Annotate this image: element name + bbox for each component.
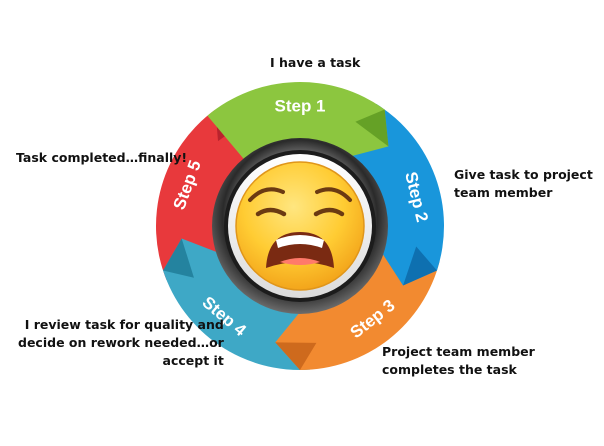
step-5-caption: Task completed…finally! <box>16 149 187 167</box>
step-4-caption: I review task for quality and decide on … <box>18 316 224 370</box>
step-2-arrow-fold <box>403 246 437 286</box>
caption-line: Give task to project <box>454 167 593 182</box>
step-5-segment <box>156 109 252 280</box>
step-1-arrow-fold <box>355 109 389 147</box>
caption-line: accept it <box>162 353 224 368</box>
step-2-caption: Give task to project team member <box>454 166 593 202</box>
step-3-caption: Project team member completes the task <box>382 343 535 379</box>
weary-face-emoji-icon <box>235 161 365 291</box>
step-1-label: Step 1 <box>274 96 325 115</box>
caption-line: I review task for quality and <box>24 317 224 332</box>
step-1-segment <box>207 81 389 161</box>
caption-line: completes the task <box>382 362 517 377</box>
caption-line: Task completed…finally! <box>16 150 188 165</box>
step-segments <box>156 81 444 370</box>
step-3-arrow-fold <box>275 342 317 370</box>
caption-line: Project team member <box>382 344 535 359</box>
step-4-arrow-fold <box>163 238 194 278</box>
step-1-caption: I have a task <box>270 54 360 72</box>
caption-line: team member <box>454 185 553 200</box>
step-4-segment <box>163 238 311 370</box>
caption-line: I have a task <box>270 55 361 70</box>
caption-line: decide on rework needed…or <box>18 335 224 350</box>
